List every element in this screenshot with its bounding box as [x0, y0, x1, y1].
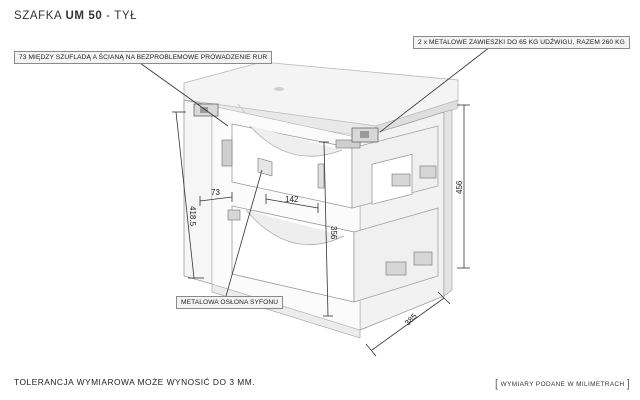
dimension-lines [172, 104, 470, 357]
page-title: SZAFKA UM 50 - TYŁ [14, 10, 137, 22]
units-note: [ WYMIARY PODANE W MILIMETRACH ] [495, 378, 630, 390]
callout-pipe-gap: 73 MIĘDZY SZUFLADĄ A ŚCIANĄ NA BEZPROBLE… [14, 51, 273, 64]
leader-lines [139, 46, 491, 297]
dim-inner-height: 356 [329, 226, 338, 240]
callout-siphon-cover: METALOWA OSŁONA SYFONU [176, 296, 284, 309]
lower-drawer [227, 205, 439, 303]
units-text: WYMIARY PODANE W MILIMETRACH [500, 381, 625, 388]
dim-height-left: 418.5 [188, 206, 197, 227]
hanger-right [351, 127, 379, 143]
title-prefix: SZAFKA [14, 10, 62, 22]
bracket-close: ] [626, 378, 631, 390]
title-suffix: - TYŁ [106, 10, 138, 22]
dim-gap: 73 [211, 188, 220, 197]
bracket-open: [ [495, 378, 499, 390]
title-model: UM 50 [65, 10, 103, 22]
dim-height-right: 456 [455, 180, 464, 194]
tolerance-note: TOLERANCJA WYMIAROWA MOŻE WYNOSIĆ DO 3 M… [14, 377, 256, 387]
callout-hangers: 2 x METALOWE ZAWIESZKI DO 65 KG UDŹWIGU,… [413, 36, 630, 49]
dim-depth: 385 [403, 311, 419, 327]
dim-drawer: 142 [285, 195, 299, 204]
